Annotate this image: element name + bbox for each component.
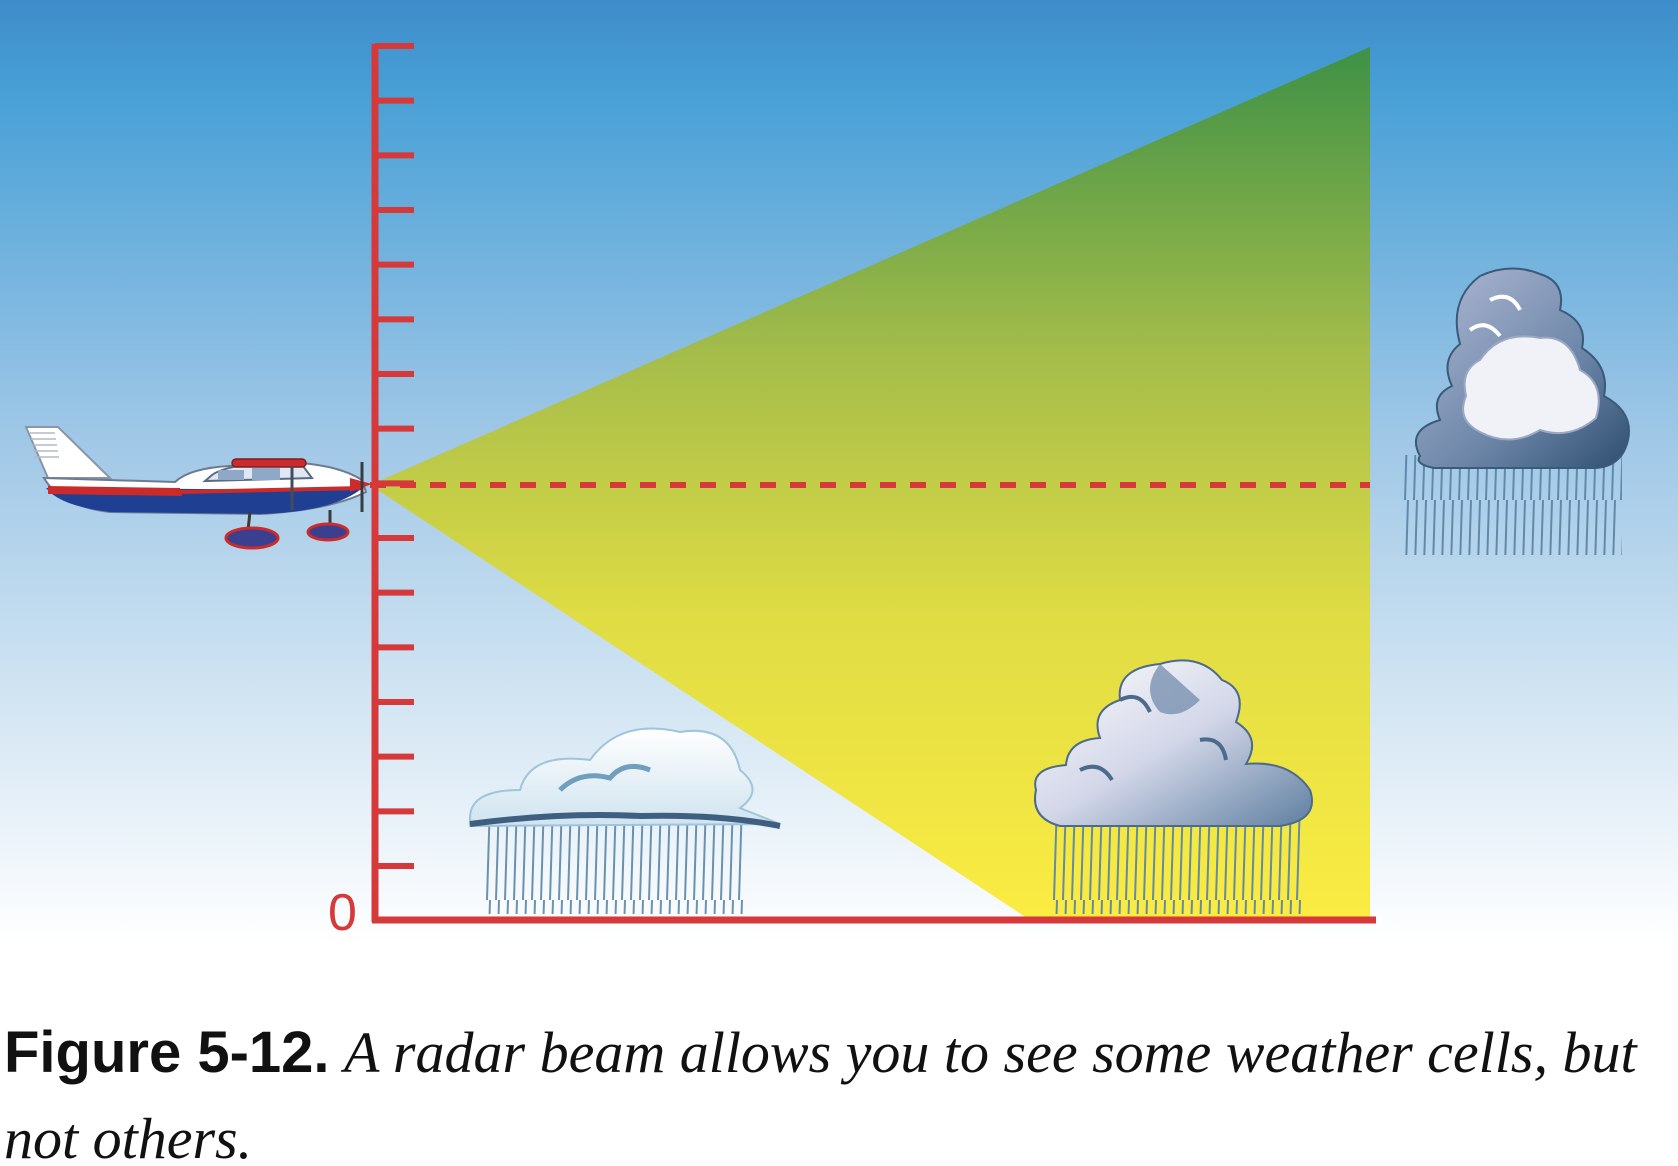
airplane-icon	[24, 426, 372, 550]
caption-text: A radar beam allows you to see some weat…	[4, 1020, 1637, 1166]
raincloud-icon	[469, 727, 781, 914]
caption-label: Figure 5-12.	[4, 1020, 330, 1085]
altitude-axis	[371, 43, 1376, 924]
radar-beam-diagram: 0	[0, 0, 1678, 945]
figure-caption: Figure 5-12. A radar beam allows you to …	[4, 1010, 1674, 1166]
axis-zero-label: 0	[328, 884, 357, 942]
storm-cloud-icon	[1034, 659, 1313, 914]
storm-cloud-icon	[1404, 267, 1630, 555]
